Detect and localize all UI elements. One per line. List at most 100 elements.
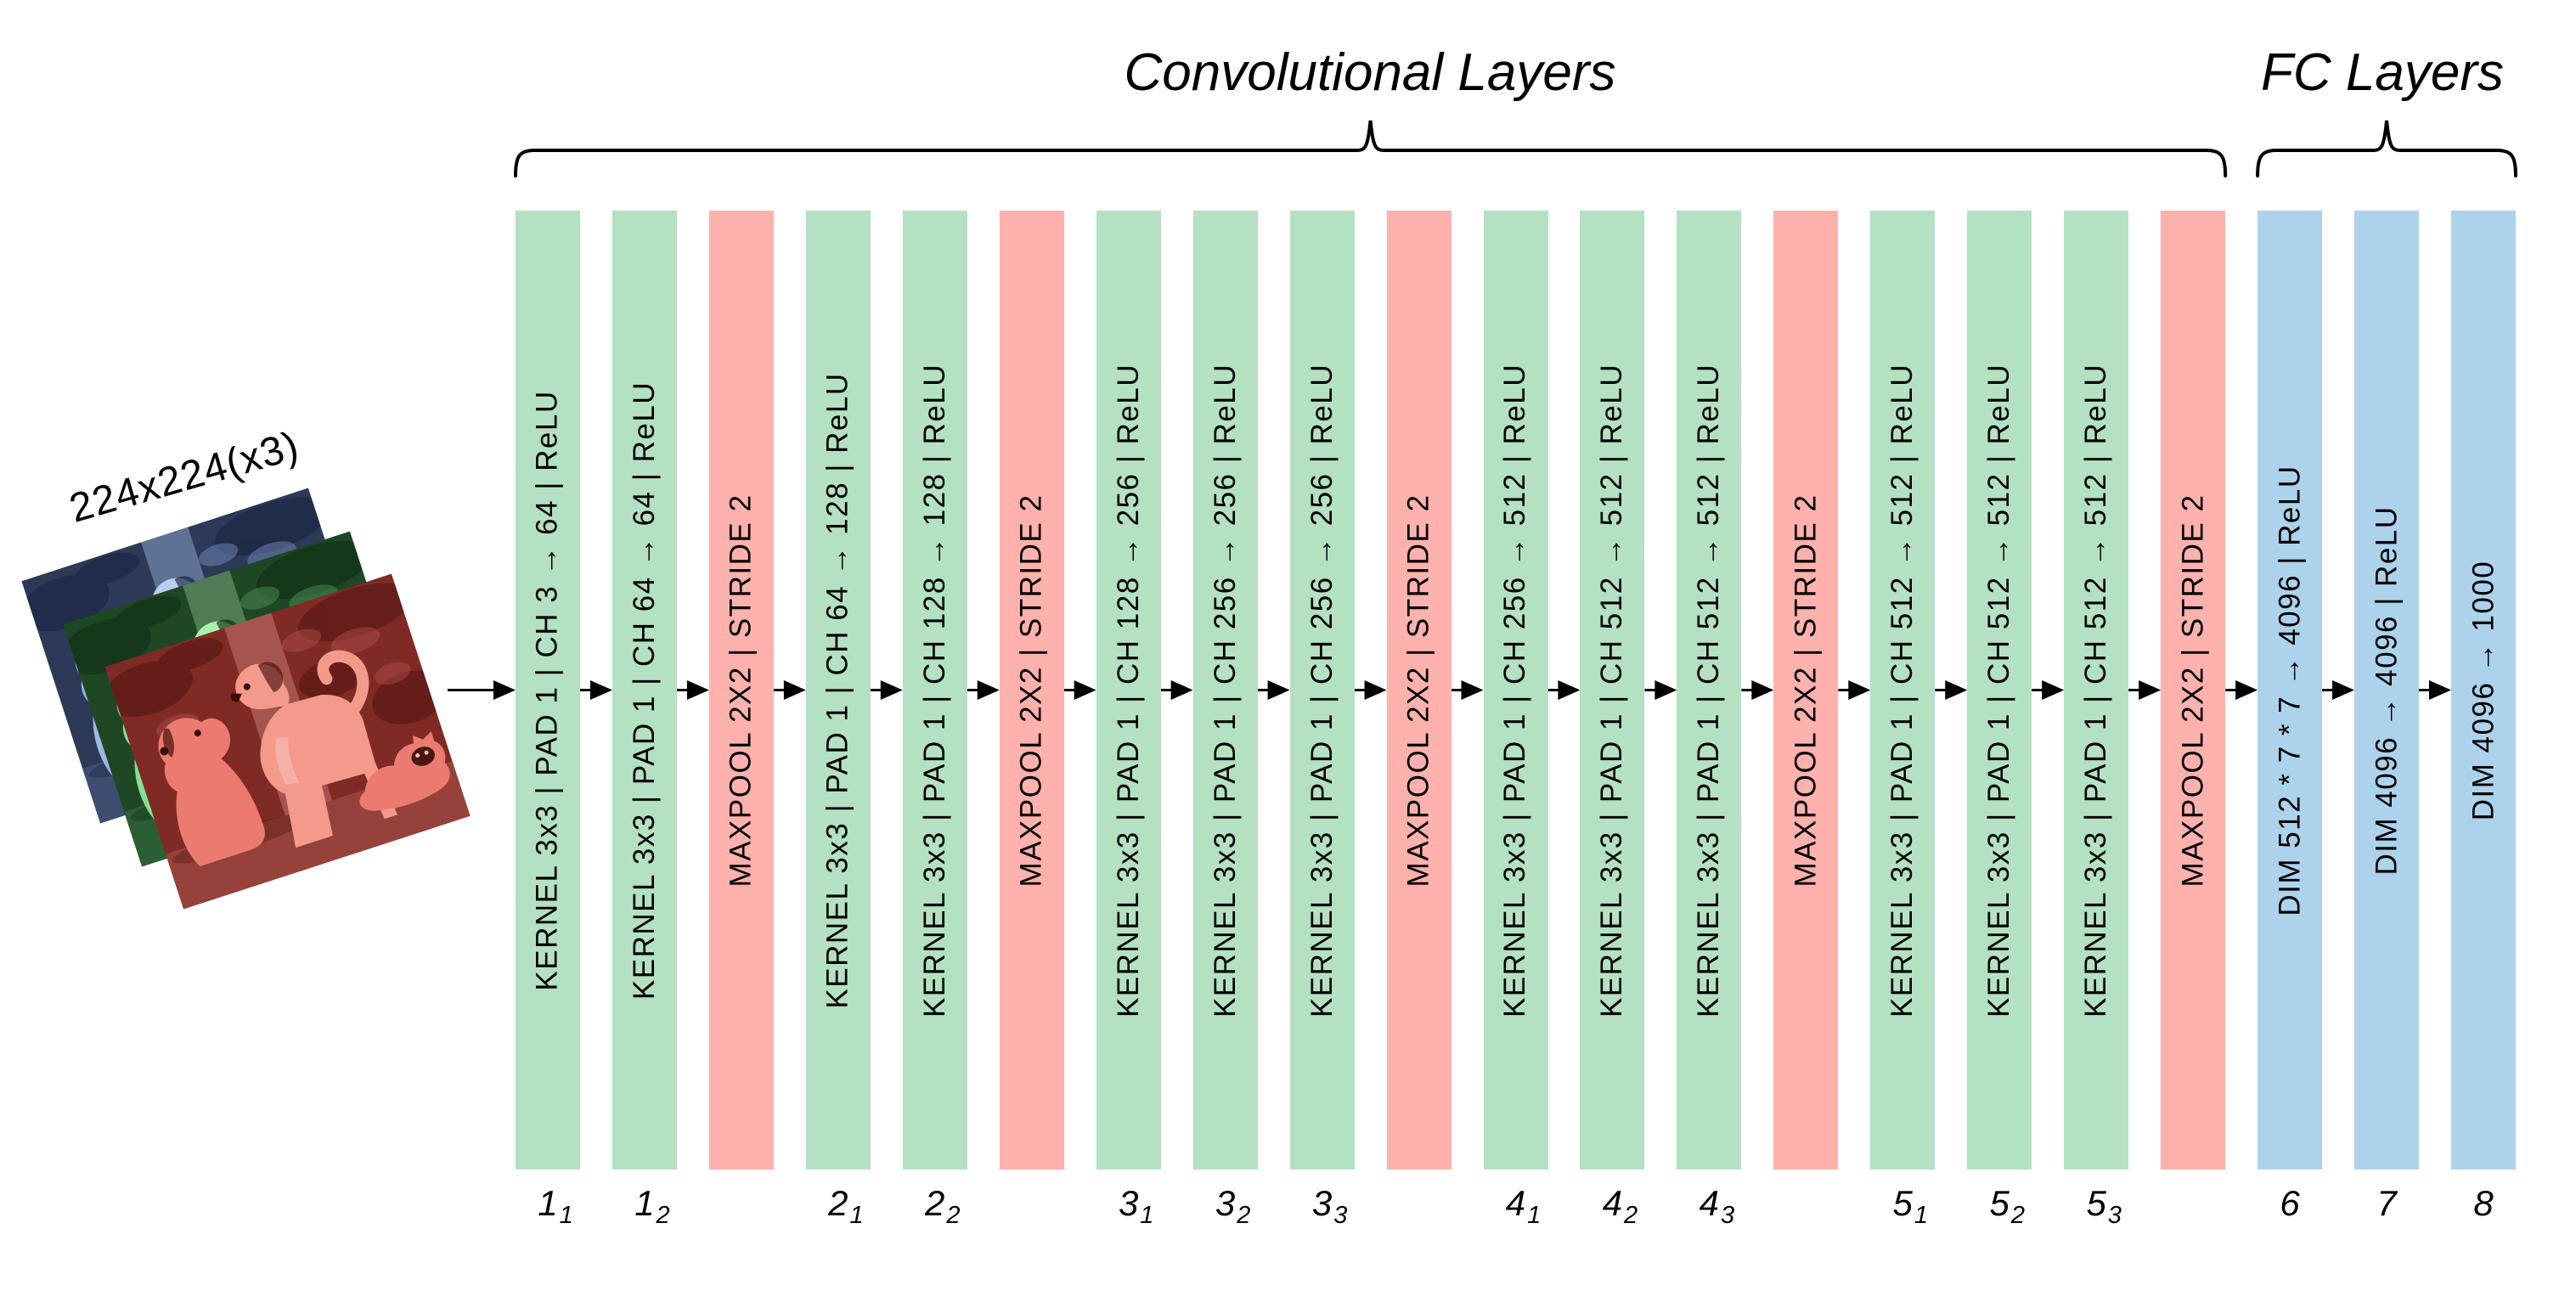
layer-index-label-conv4_1: 41 bbox=[1472, 1183, 1574, 1228]
layer-index-main: 2 bbox=[828, 1183, 848, 1223]
red-channel-photo bbox=[104, 573, 471, 910]
layer-index-subscript: 1 bbox=[1140, 1202, 1154, 1229]
fc-layers-title: FC Layers bbox=[2261, 43, 2504, 102]
layer-index-subscript: 2 bbox=[2010, 1202, 2025, 1229]
flow-arrow-icon bbox=[2225, 680, 2258, 700]
layer-index-label-conv1_1: 11 bbox=[504, 1186, 606, 1228]
cat-silhouette bbox=[358, 731, 450, 811]
layer-index-main: 8 bbox=[2473, 1183, 2494, 1223]
flow-arrow-icon bbox=[580, 680, 612, 700]
layer-bar-label: KERNEL 3x3 | PAD 1 | CH 256 → 512 | ReLU bbox=[1498, 363, 1532, 1017]
sitting-dog-silhouette bbox=[158, 718, 265, 867]
conv-layer-bar-conv1_1: KERNEL 3x3 | PAD 1 | CH 3 → 64 | ReLU bbox=[516, 211, 580, 1170]
layer-bar-label: MAXPOOL 2X2 | STRIDE 2 bbox=[1401, 493, 1435, 887]
dogs-and-cat-photo bbox=[104, 573, 471, 910]
layer-index-label-fc7: 7 bbox=[2336, 1186, 2438, 1221]
flow-arrow-icon bbox=[1547, 680, 1581, 700]
fc-layer-bar-fc8: DIM 4096 → 1000 bbox=[2451, 211, 2516, 1170]
layer-index-main: 2 bbox=[925, 1183, 945, 1223]
flow-arrow-icon bbox=[773, 680, 806, 700]
flow-arrow-icon bbox=[2322, 680, 2355, 700]
layer-index-label-fc8: 8 bbox=[2432, 1186, 2534, 1221]
curly-brace-icon-fc bbox=[2256, 120, 2517, 178]
layer-bar-label: DIM 4096 → 1000 bbox=[2466, 560, 2500, 820]
layer-index-main: 4 bbox=[1602, 1183, 1623, 1223]
conv-layer-bar-conv4_1: KERNEL 3x3 | PAD 1 | CH 256 → 512 | ReLU bbox=[1483, 211, 1548, 1170]
layer-bar-label: KERNEL 3x3 | PAD 1 | CH 512 → 512 | ReLU bbox=[1692, 363, 1726, 1017]
layer-bar-label: DIM 512 * 7 * 7 → 4096 | ReLU bbox=[2273, 464, 2307, 916]
conv-layer-bar-conv5_3: KERNEL 3x3 | PAD 1 | CH 512 → 512 | ReLU bbox=[2064, 211, 2129, 1170]
flow-arrow-icon bbox=[1451, 680, 1484, 700]
conv-layer-bar-conv1_2: KERNEL 3x3 | PAD 1 | CH 64 → 64 | ReLU bbox=[612, 211, 677, 1170]
flow-arrow-icon bbox=[1257, 680, 1290, 700]
layer-index-label-conv4_2: 42 bbox=[1568, 1183, 1670, 1228]
layer-bar-label: MAXPOOL 2X2 | STRIDE 2 bbox=[1014, 493, 1048, 887]
layer-index-label-conv5_1: 51 bbox=[1858, 1183, 1960, 1228]
layer-index-subscript: 1 bbox=[849, 1202, 864, 1229]
flow-arrow-icon bbox=[967, 680, 1000, 700]
pool-layer-bar-pool5: MAXPOOL 2X2 | STRIDE 2 bbox=[2161, 211, 2226, 1170]
conv-layers-title: Convolutional Layers bbox=[1124, 43, 1616, 102]
layer-index-main: 1 bbox=[634, 1183, 655, 1223]
flow-arrow-icon bbox=[1063, 680, 1096, 700]
layer-bar-label: KERNEL 3x3 | PAD 1 | CH 256 → 256 | ReLU bbox=[1305, 363, 1339, 1017]
flow-arrow-icon bbox=[1354, 680, 1387, 700]
layer-bar-label: MAXPOOL 2X2 | STRIDE 2 bbox=[2176, 493, 2210, 887]
layer-bar-label: KERNEL 3x3 | PAD 1 | CH 512 → 512 | ReLU bbox=[1982, 363, 2016, 1017]
layer-index-main: 3 bbox=[1215, 1183, 1236, 1223]
layer-index-subscript: 1 bbox=[1914, 1202, 1929, 1229]
layer-bar-label: KERNEL 3x3 | PAD 1 | CH 512 → 512 | ReLU bbox=[2079, 363, 2113, 1017]
layer-index-subscript: 2 bbox=[946, 1202, 961, 1229]
layer-bar-label: KERNEL 3x3 | PAD 1 | CH 64 → 64 | ReLU bbox=[627, 380, 661, 1000]
flow-arrow-icon bbox=[870, 680, 903, 700]
fc-layer-bar-fc7: DIM 4096 → 4096 | ReLU bbox=[2354, 211, 2420, 1170]
pool-layer-bar-pool3: MAXPOOL 2X2 | STRIDE 2 bbox=[1386, 211, 1451, 1170]
layer-bar-label: MAXPOOL 2X2 | STRIDE 2 bbox=[1789, 493, 1823, 887]
layer-bar-label: KERNEL 3x3 | PAD 1 | CH 512 → 512 | ReLU bbox=[1885, 363, 1919, 1017]
conv-layer-bar-conv2_1: KERNEL 3x3 | PAD 1 | CH 64 → 128 | ReLU bbox=[805, 211, 871, 1170]
layer-index-main: 3 bbox=[1311, 1183, 1333, 1223]
conv-layer-bar-conv4_2: KERNEL 3x3 | PAD 1 | CH 512 → 512 | ReLU bbox=[1580, 211, 1645, 1170]
conv-layer-bar-conv3_3: KERNEL 3x3 | PAD 1 | CH 256 → 256 | ReLU bbox=[1289, 211, 1355, 1170]
layer-bar-label: KERNEL 3x3 | PAD 1 | CH 128 → 256 | ReLU bbox=[1111, 363, 1145, 1017]
flow-arrow-icon bbox=[2419, 680, 2451, 700]
layer-index-label-conv3_1: 31 bbox=[1085, 1186, 1187, 1228]
pool-layer-bar-pool4: MAXPOOL 2X2 | STRIDE 2 bbox=[1773, 211, 1839, 1170]
layer-index-label-fc6: 6 bbox=[2239, 1186, 2341, 1221]
flow-arrow-icon bbox=[1935, 680, 1968, 700]
standing-dog-silhouette bbox=[230, 650, 397, 848]
layer-index-label-conv3_3: 33 bbox=[1278, 1183, 1380, 1228]
layer-bar-label: KERNEL 3x3 | PAD 1 | CH 3 → 64 | ReLU bbox=[531, 389, 564, 991]
layer-index-label-conv5_3: 53 bbox=[2052, 1186, 2154, 1228]
layer-index-label-conv5_2: 52 bbox=[1955, 1183, 2057, 1228]
fc-layer-bar-fc6: DIM 512 * 7 * 7 → 4096 | ReLU bbox=[2258, 211, 2323, 1170]
layer-index-main: 7 bbox=[2376, 1183, 2397, 1223]
layer-index-subscript: 1 bbox=[1527, 1202, 1542, 1229]
layer-bar-label: KERNEL 3x3 | PAD 1 | CH 256 → 256 | ReLU bbox=[1208, 363, 1242, 1017]
layer-index-subscript: 1 bbox=[559, 1202, 573, 1229]
layer-index-subscript: 3 bbox=[2107, 1202, 2122, 1229]
layer-bar-label: KERNEL 3x3 | PAD 1 | CH 64 → 128 | ReLU bbox=[820, 371, 854, 1009]
conv-layer-bar-conv3_1: KERNEL 3x3 | PAD 1 | CH 128 → 256 | ReLU bbox=[1096, 211, 1161, 1170]
layer-index-label-conv3_2: 32 bbox=[1181, 1183, 1283, 1228]
pool-layer-bar-pool1: MAXPOOL 2X2 | STRIDE 2 bbox=[708, 211, 774, 1170]
layer-index-main: 6 bbox=[2280, 1183, 2300, 1223]
layer-index-main: 5 bbox=[1989, 1183, 2010, 1223]
layer-index-label-conv1_2: 12 bbox=[600, 1183, 702, 1228]
layer-bar-label: DIM 4096 → 4096 | ReLU bbox=[2370, 504, 2404, 876]
layer-index-label-conv4_3: 43 bbox=[1665, 1183, 1767, 1228]
layer-index-main: 5 bbox=[1892, 1183, 1913, 1223]
layer-index-label-conv2_2: 22 bbox=[891, 1183, 993, 1228]
layer-index-label-conv2_1: 21 bbox=[794, 1183, 896, 1228]
flow-arrow-icon bbox=[2128, 680, 2162, 700]
conv-layer-bar-conv5_1: KERNEL 3x3 | PAD 1 | CH 512 → 512 | ReLU bbox=[1870, 211, 1936, 1170]
layer-index-main: 4 bbox=[1699, 1183, 1719, 1223]
conv-layer-bar-conv5_2: KERNEL 3x3 | PAD 1 | CH 512 → 512 | ReLU bbox=[1967, 211, 2032, 1170]
conv-layer-bar-conv3_2: KERNEL 3x3 | PAD 1 | CH 256 → 256 | ReLU bbox=[1192, 211, 1258, 1170]
layer-index-subscript: 2 bbox=[1237, 1202, 1251, 1229]
layer-index-main: 4 bbox=[1505, 1183, 1526, 1223]
layer-index-subscript: 3 bbox=[1333, 1202, 1348, 1229]
layer-bar-label: MAXPOOL 2X2 | STRIDE 2 bbox=[724, 493, 758, 887]
flow-arrow-icon bbox=[1741, 680, 1774, 700]
